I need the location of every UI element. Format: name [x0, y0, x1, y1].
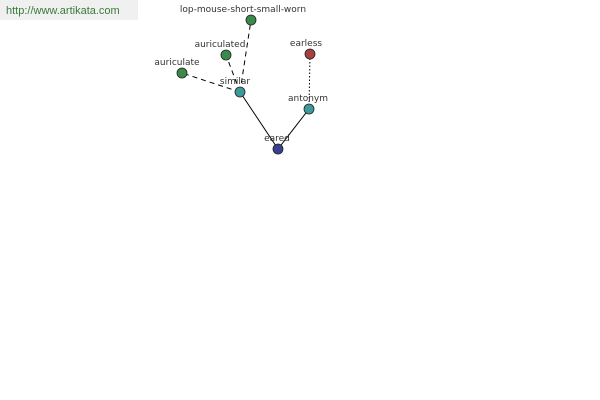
edge-similar-lop-mouse	[239, 19, 252, 93]
edge-similar-auriculate	[181, 72, 241, 93]
node-auriculate[interactable]: auriculate	[154, 58, 200, 79]
node-antonym[interactable]: antonym	[288, 94, 328, 115]
node-label-eared[interactable]: eared	[264, 134, 290, 144]
node-label-earless[interactable]: earless	[290, 39, 322, 49]
node-circle-antonym[interactable]	[303, 103, 315, 115]
edge-eared-antonym	[277, 108, 310, 150]
edge-eared-similar	[239, 91, 279, 150]
node-circle-eared[interactable]	[272, 143, 284, 155]
node-label-antonym[interactable]: antonym	[288, 94, 328, 104]
node-lop-mouse[interactable]: lop-mouse-short-small-worn	[180, 5, 306, 26]
nodes-layer: eared similar antonym auriculate auriculated…	[154, 5, 328, 155]
node-label-auriculate[interactable]: auriculate	[154, 58, 200, 68]
node-similar[interactable]: similar	[220, 77, 250, 98]
node-circle-auriculate[interactable]	[176, 67, 188, 79]
node-circle-similar[interactable]	[234, 86, 246, 98]
node-circle-earless[interactable]	[304, 48, 316, 60]
edge-antonym-earless	[308, 53, 311, 110]
node-label-lop-mouse[interactable]: lop-mouse-short-small-worn	[180, 5, 306, 15]
node-auriculated[interactable]: auriculated	[195, 40, 246, 61]
node-circle-auriculated[interactable]	[220, 49, 232, 61]
node-circle-lop-mouse[interactable]	[245, 14, 257, 26]
edge-similar-auriculated	[225, 54, 241, 93]
edges-layer	[181, 19, 311, 150]
node-label-similar[interactable]: similar	[220, 77, 250, 87]
node-label-auriculated[interactable]: auriculated	[195, 40, 246, 50]
node-earless[interactable]: earless	[290, 39, 322, 60]
node-eared[interactable]: eared	[264, 134, 290, 155]
site-url-link[interactable]: http://www.artikata.com	[0, 0, 138, 20]
